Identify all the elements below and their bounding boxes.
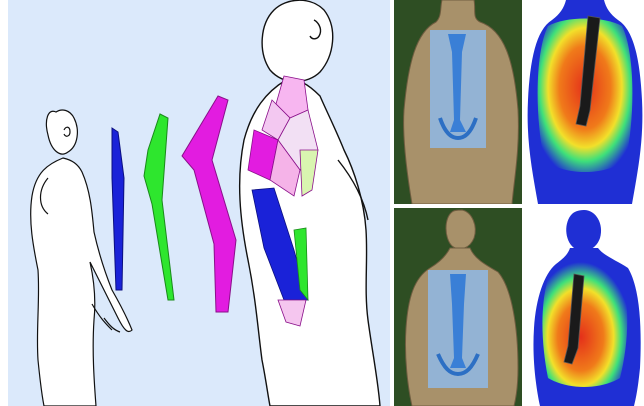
heatmap-bottom-canvas	[526, 208, 644, 406]
heat-region	[542, 262, 627, 387]
torso-top-canvas	[394, 0, 522, 204]
textured-torso-top	[394, 0, 522, 204]
blue-segment	[112, 128, 124, 290]
heatmap-back-top	[526, 0, 644, 204]
heatmap-top-canvas	[526, 0, 644, 204]
torso-bottom-canvas	[394, 208, 522, 406]
magenta-segment	[182, 96, 236, 312]
heatmap-back-bottom	[526, 208, 644, 406]
green-segment	[144, 114, 174, 300]
head	[566, 210, 601, 251]
textured-torso-bottom	[394, 208, 522, 406]
head	[446, 210, 475, 249]
sketch-panel	[8, 0, 390, 406]
sketch-canvas	[8, 0, 390, 406]
